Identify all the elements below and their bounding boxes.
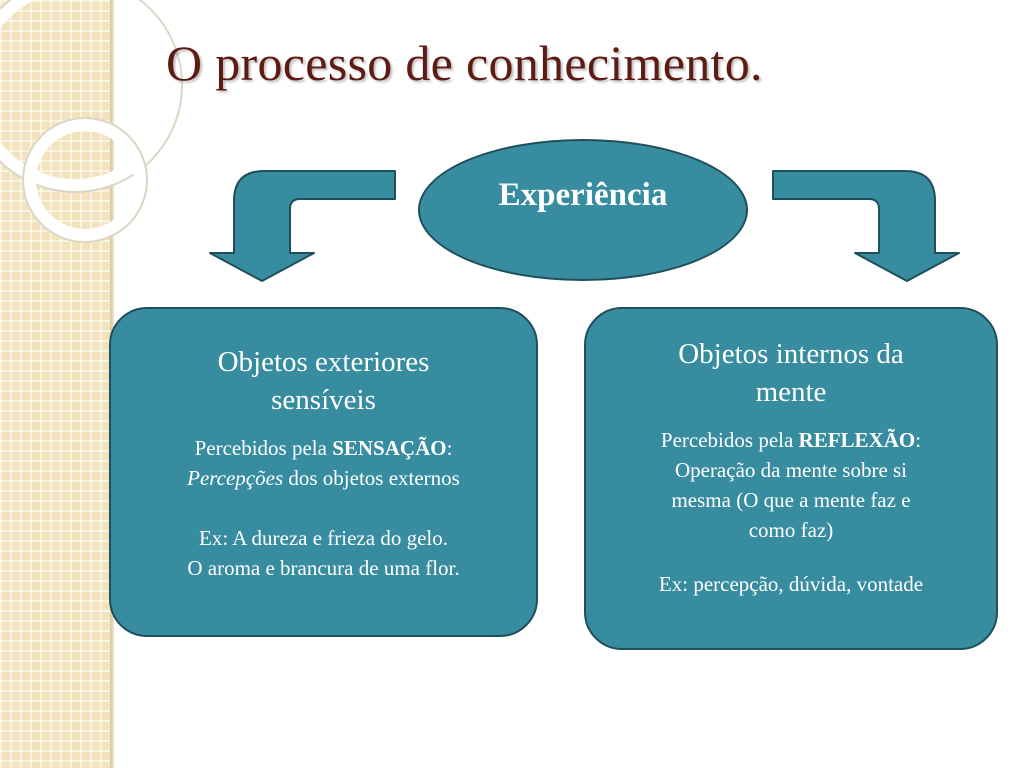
decorative-ring-large xyxy=(0,0,181,191)
external-example-line1: Ex: A dureza e frieza do gelo. xyxy=(199,526,448,550)
decorative-ring-small xyxy=(24,119,146,241)
perceptions-line: Percepções dos objetos externos xyxy=(121,463,526,493)
reflection-line: Percebidos pela REFLEXÃO: xyxy=(596,425,986,455)
left-bent-arrow xyxy=(209,170,396,282)
reflection-detail-line1: Operação da mente sobre si xyxy=(674,458,908,482)
slide-title: O processo de conhecimento. xyxy=(166,35,763,91)
internal-objects-heading-line2: mente xyxy=(755,376,827,408)
external-objects-heading: Objetos exteriores sensíveis xyxy=(121,343,526,419)
perceptions-rest: dos objetos externos xyxy=(283,466,460,490)
right-bent-arrow xyxy=(772,170,960,282)
decorative-ring-small-outline xyxy=(22,117,148,243)
internal-objects-heading-line1: Objetos internos da xyxy=(678,338,904,370)
sensation-line: Percebidos pela SENSAÇÃO: xyxy=(121,433,526,463)
internal-objects-box: Objetos internos da mente Percebidos pel… xyxy=(584,307,998,650)
external-example-line2: O aroma e brancura de uma flor. xyxy=(187,556,460,580)
decorative-rings xyxy=(0,0,183,243)
reflection-prefix: Percebidos pela xyxy=(660,428,799,452)
internal-objects-heading: Objetos internos da mente xyxy=(596,335,986,411)
perceptions-keyword: Percepções xyxy=(187,466,284,490)
sensation-keyword: SENSAÇÃO xyxy=(332,436,447,460)
reflection-detail-line2: mesma (O que a mente faz e xyxy=(671,488,911,512)
reflection-keyword: REFLEXÃO xyxy=(798,428,916,452)
external-objects-heading-line2: sensíveis xyxy=(271,384,376,416)
decorative-ring-large-outline xyxy=(0,0,183,193)
experience-label: Experiência xyxy=(498,176,668,213)
reflection-detail-line3: como faz) xyxy=(748,518,834,542)
experience-node: Experiência xyxy=(418,139,748,281)
external-objects-heading-line1: Objetos exteriores xyxy=(217,346,430,378)
sensation-prefix: Percebidos pela xyxy=(194,436,333,460)
reflection-suffix: : xyxy=(915,428,922,452)
external-objects-box: Objetos exteriores sensíveis Percebidos … xyxy=(109,307,538,637)
internal-example: Ex: percepção, dúvida, vontade xyxy=(658,572,924,596)
sensation-suffix: : xyxy=(446,436,453,460)
